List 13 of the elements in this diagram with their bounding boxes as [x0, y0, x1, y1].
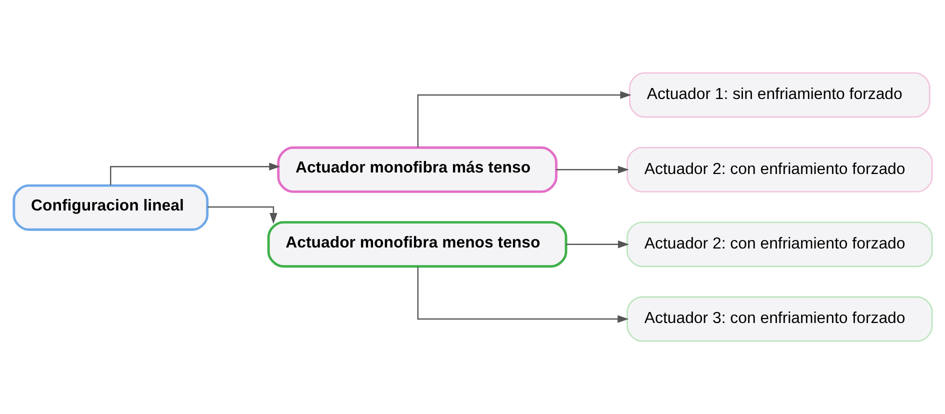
arrow	[566, 240, 629, 248]
node-box: Actuador 3: con enfriamiento forzado	[626, 296, 932, 342]
arrow	[207, 206, 277, 224]
node-box: Actuador monofibra menos tenso	[266, 221, 567, 268]
node-box: Actuador 1: sin enfriamiento forzado	[628, 72, 930, 118]
node-box: Actuador 2: con enfriamiento forzado	[626, 222, 932, 268]
arrow	[416, 91, 631, 148]
node-box: Actuador monofibra más tenso	[276, 146, 557, 193]
node-box: Configuracion lineal	[12, 184, 208, 231]
arrow	[110, 162, 280, 186]
arrow	[416, 266, 628, 323]
arrow	[556, 166, 628, 174]
node-box: Actuador 2: con enfriamiento forzado	[626, 146, 932, 192]
